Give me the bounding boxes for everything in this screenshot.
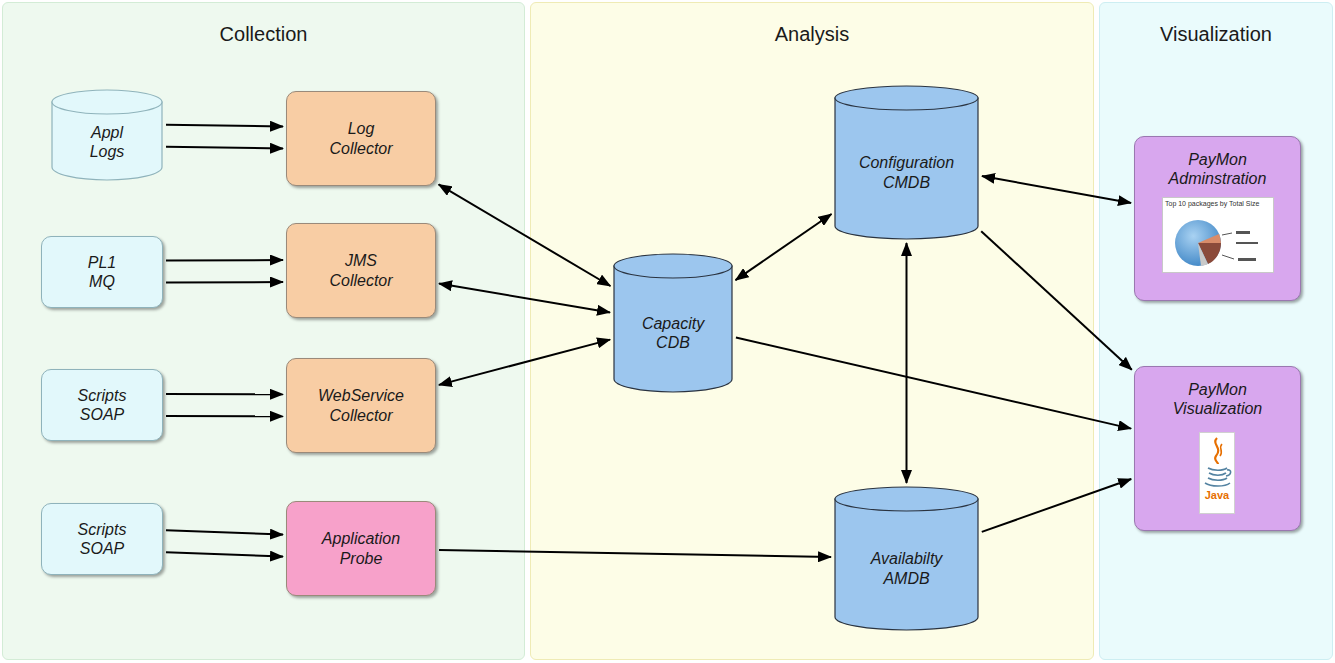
source-label: Appl Logs (77, 123, 137, 161)
database-label: Capacity CDB (633, 314, 713, 352)
cylinder-top (835, 487, 978, 511)
collector-label: Log Collector (316, 119, 406, 157)
source-cylinder: Appl Logs (51, 89, 163, 181)
logo-wordmark: Java (1205, 489, 1229, 501)
pie-chart-thumbnail (1162, 197, 1274, 273)
collector-label: WebService Collector (311, 386, 411, 424)
source-label: Scripts SOAP (67, 520, 137, 558)
paymon-label: PayMon Visualization (1153, 380, 1283, 418)
cylinder-body (614, 266, 732, 392)
database-cylinder: Configuration CMDB (834, 85, 979, 240)
database-label: Availabilty AMDB (857, 549, 957, 587)
analysis-band: AnalysisConfiguration CMDB Capacity CDB Av… (530, 2, 1094, 660)
band-heading: Analysis (775, 22, 849, 46)
probe-box: Application Probe (286, 501, 436, 596)
paymon-box: PayMon AdminstrationTop 10 packages by T… (1134, 136, 1301, 301)
band-heading: Visualization (1160, 22, 1272, 46)
collector-box: JMS Collector (286, 223, 436, 318)
source-box: PL1 MQ (41, 236, 163, 308)
probe-label: Application Probe (311, 529, 411, 567)
database-label: Configuration CMDB (849, 153, 964, 191)
source-label: Scripts SOAP (67, 386, 137, 424)
source-label: PL1 MQ (82, 253, 122, 291)
cylinder-top (835, 86, 978, 110)
collector-box: WebService Collector (286, 358, 436, 453)
cylinder-body (835, 98, 978, 239)
collector-box: Log Collector (286, 91, 436, 186)
cylinder-top (52, 90, 162, 114)
database-cylinder: Availabilty AMDB (834, 486, 979, 631)
paymon-box: PayMon VisualizationJava (1134, 366, 1301, 531)
cylinder-body (835, 499, 978, 630)
collection-band: CollectionAppl Logs Log CollectorPL1 MQ JM… (2, 2, 525, 660)
band-heading: Collection (220, 22, 308, 46)
java-logo (1199, 432, 1235, 514)
visualization-band: Visualization PayMon AdminstrationTop 10… (1099, 2, 1333, 660)
collector-label: JMS Collector (316, 251, 406, 289)
paymon-label: PayMon Adminstration (1153, 150, 1283, 188)
database-cylinder: Capacity CDB (613, 253, 733, 393)
source-box: Scripts SOAP (41, 369, 163, 441)
cylinder-top (614, 254, 732, 278)
source-box: Scripts SOAP (41, 503, 163, 575)
chart-title: Top 10 packages by Total Size (1165, 200, 1259, 208)
